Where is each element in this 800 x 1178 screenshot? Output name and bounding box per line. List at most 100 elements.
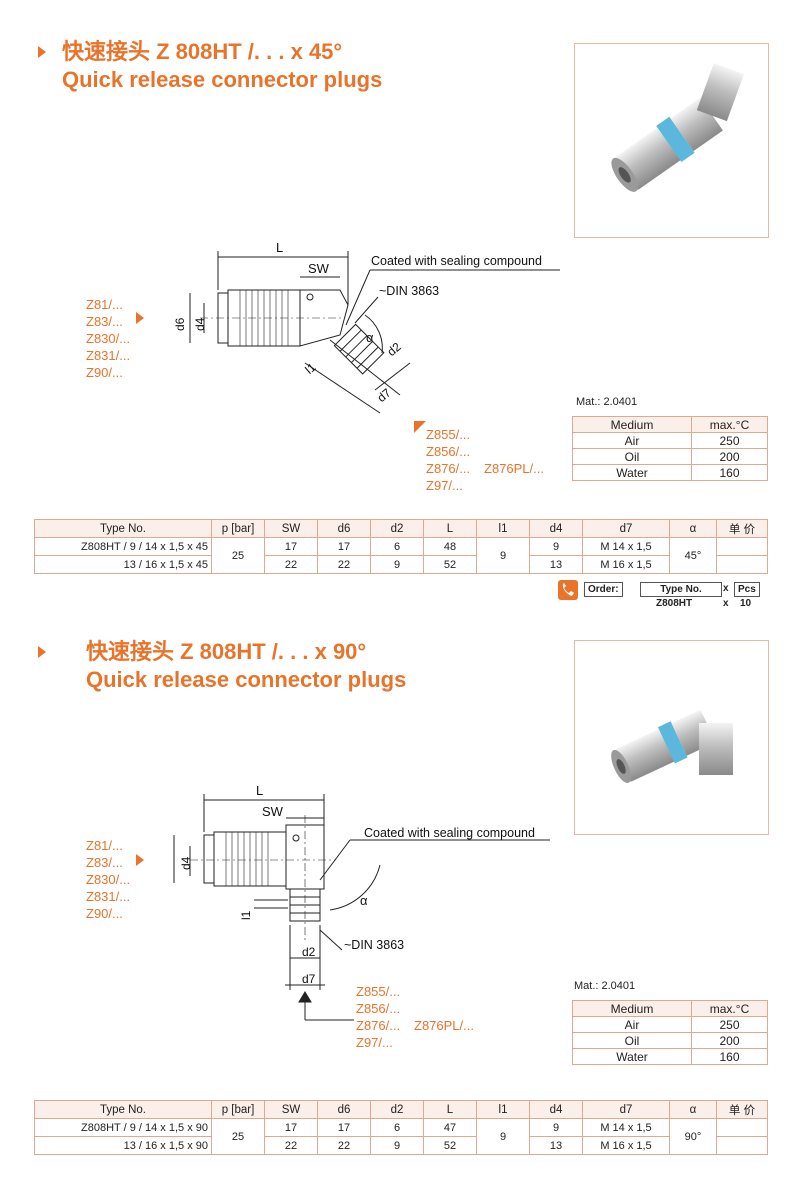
dim-d4-label: d4 — [179, 856, 193, 870]
table-row: Z808HT / 9 / 14 x 1,5 x 90 25 17 17 6 47… — [34, 1118, 768, 1155]
col-type-no: Type No. — [34, 1100, 212, 1119]
dim-d4-label: d4 — [193, 317, 207, 331]
col-d7: d7 — [582, 519, 670, 538]
temp-cell: 160 — [691, 1048, 768, 1065]
section1-material: Mat.: 2.0401 — [576, 396, 638, 408]
col-l1: l1 — [476, 519, 530, 538]
order-pcs-label: Pcs — [734, 582, 760, 597]
temp-cell: 160 — [691, 464, 768, 481]
section1-technical-drawing: L SW d6 d4 α d2 l1 d7 Coated with sealin… — [173, 240, 560, 414]
medium-cell: Oil — [572, 1032, 692, 1049]
dim-d6-label: d6 — [173, 317, 187, 331]
compat-arrow-icon — [136, 312, 144, 324]
dim-alpha-label: α — [360, 893, 368, 908]
order-pcs-value: 10 — [740, 598, 752, 609]
compat-item: Z830/... — [86, 331, 131, 346]
compat-arrow-icon — [136, 854, 144, 866]
compat-item: Z97/... — [426, 478, 463, 493]
dim-SW-label: SW — [262, 804, 284, 819]
section-marker-icon — [38, 46, 46, 58]
section2-technical-drawing: L SW d6 d4 α d2 l1 d7 Coated with sealin… — [173, 783, 550, 1021]
medium-cell: Air — [572, 1016, 692, 1033]
compat-item: Z81/... — [86, 838, 123, 853]
table-row: 13 / 16 x 1,5 x 90 22 22 9 52 13 M 16 x … — [34, 1136, 768, 1155]
col-d2: d2 — [370, 1100, 424, 1119]
col-L: L — [423, 1100, 477, 1119]
dim-l1-label: l1 — [239, 910, 253, 920]
medium-cell: Water — [572, 464, 692, 481]
dim-SW-label: SW — [308, 261, 330, 276]
dim-d7-label: d7 — [302, 972, 316, 986]
compat-item: Z855/... — [356, 984, 401, 999]
compat-item: Z90/... — [86, 906, 123, 921]
col-l1: l1 — [476, 1100, 530, 1119]
order-x1: x — [723, 583, 729, 594]
order-x2: x — [723, 598, 729, 609]
medium-cell: Oil — [572, 448, 692, 465]
section2-material: Mat.: 2.0401 — [574, 980, 636, 992]
temp-cell: 250 — [691, 432, 768, 449]
section2-compat-left: Z81/... Z83/... Z830/... Z831/... Z90/..… — [86, 837, 130, 922]
section2-compat-right: Z855/... Z856/... Z876/... Z97/... — [356, 983, 400, 1051]
section2-title-en: Quick release connector plugs — [86, 667, 407, 692]
compat-item: Z876/... — [426, 461, 471, 476]
col-d4: d4 — [529, 1100, 583, 1119]
compat-item: Z830/... — [86, 872, 131, 887]
phone-icon — [558, 580, 578, 600]
compat-item: Z83/... — [86, 314, 123, 329]
din-note: ~DIN 3863 — [379, 284, 439, 298]
coated-note: Coated with sealing compound — [364, 826, 535, 840]
col-sw: SW — [264, 1100, 318, 1119]
compat-corner-arrow-icon — [414, 421, 426, 433]
compat-item: Z855/... — [426, 427, 471, 442]
max-temp-header: max.°C — [691, 1000, 768, 1017]
col-p-bar: p [bar] — [211, 519, 265, 538]
section1-title-cn: 快速接头 Z 808HT /. . . x 45° — [62, 39, 343, 64]
temp-cell: 200 — [691, 1032, 768, 1049]
compat-item: Z81/... — [86, 297, 123, 312]
section1-title-en: Quick release connector plugs — [62, 67, 383, 92]
dim-d2-label: d2 — [302, 945, 316, 959]
section2-type-table: Type No. p [bar] SW d6 d2 L l1 d4 d7 α 单… — [34, 1100, 768, 1155]
medium-header: Medium — [572, 416, 692, 433]
col-price: 单 价 — [716, 519, 768, 538]
section2-product-photo — [574, 640, 769, 835]
order-type-no-value: Z808HT — [656, 598, 693, 609]
order-label: Order: — [584, 582, 623, 597]
dim-alpha-label: α — [366, 330, 374, 345]
dim-l1-label: l1 — [302, 360, 318, 377]
dim-d2-label: d2 — [384, 339, 403, 359]
table-row: Z808HT / 9 / 14 x 1,5 x 45 25 17 17 6 48… — [34, 537, 768, 574]
compat-item: Z856/... — [356, 1001, 401, 1016]
col-d4: d4 — [529, 519, 583, 538]
order-type-no-label: Type No. — [640, 582, 722, 597]
col-d2: d2 — [370, 519, 424, 538]
section1-type-table: Type No. p [bar] SW d6 d2 L l1 d4 d7 α 单… — [34, 519, 768, 574]
section1-compat-extra: Z876PL/... — [484, 461, 544, 476]
section1-compat-left: Z81/... Z83/... Z830/... Z831/... Z90/..… — [86, 296, 130, 381]
col-L: L — [423, 519, 477, 538]
compat-item: Z97/... — [356, 1035, 393, 1050]
dim-L-label: L — [256, 783, 263, 798]
section2-compat-extra: Z876PL/... — [414, 1018, 474, 1033]
section1-compat-right: Z855/... Z856/... Z876/... Z97/... — [426, 426, 470, 494]
medium-cell: Water — [572, 1048, 692, 1065]
temp-cell: 250 — [691, 1016, 768, 1033]
compat-item: Z831/... — [86, 348, 131, 363]
section2-title-cn: 快速接头 Z 808HT /. . . x 90° — [86, 639, 367, 664]
max-temp-header: max.°C — [691, 416, 768, 433]
col-p-bar: p [bar] — [211, 1100, 265, 1119]
col-alpha: α — [669, 1100, 717, 1119]
dim-L-label: L — [276, 240, 283, 255]
section1-product-photo — [574, 43, 769, 238]
compat-item: Z831/... — [86, 889, 131, 904]
col-d6: d6 — [317, 519, 371, 538]
col-d6: d6 — [317, 1100, 371, 1119]
compat-item: Z856/... — [426, 444, 471, 459]
col-alpha: α — [669, 519, 717, 538]
compat-item: Z90/... — [86, 365, 123, 380]
col-type-no: Type No. — [34, 519, 212, 538]
temp-cell: 200 — [691, 448, 768, 465]
